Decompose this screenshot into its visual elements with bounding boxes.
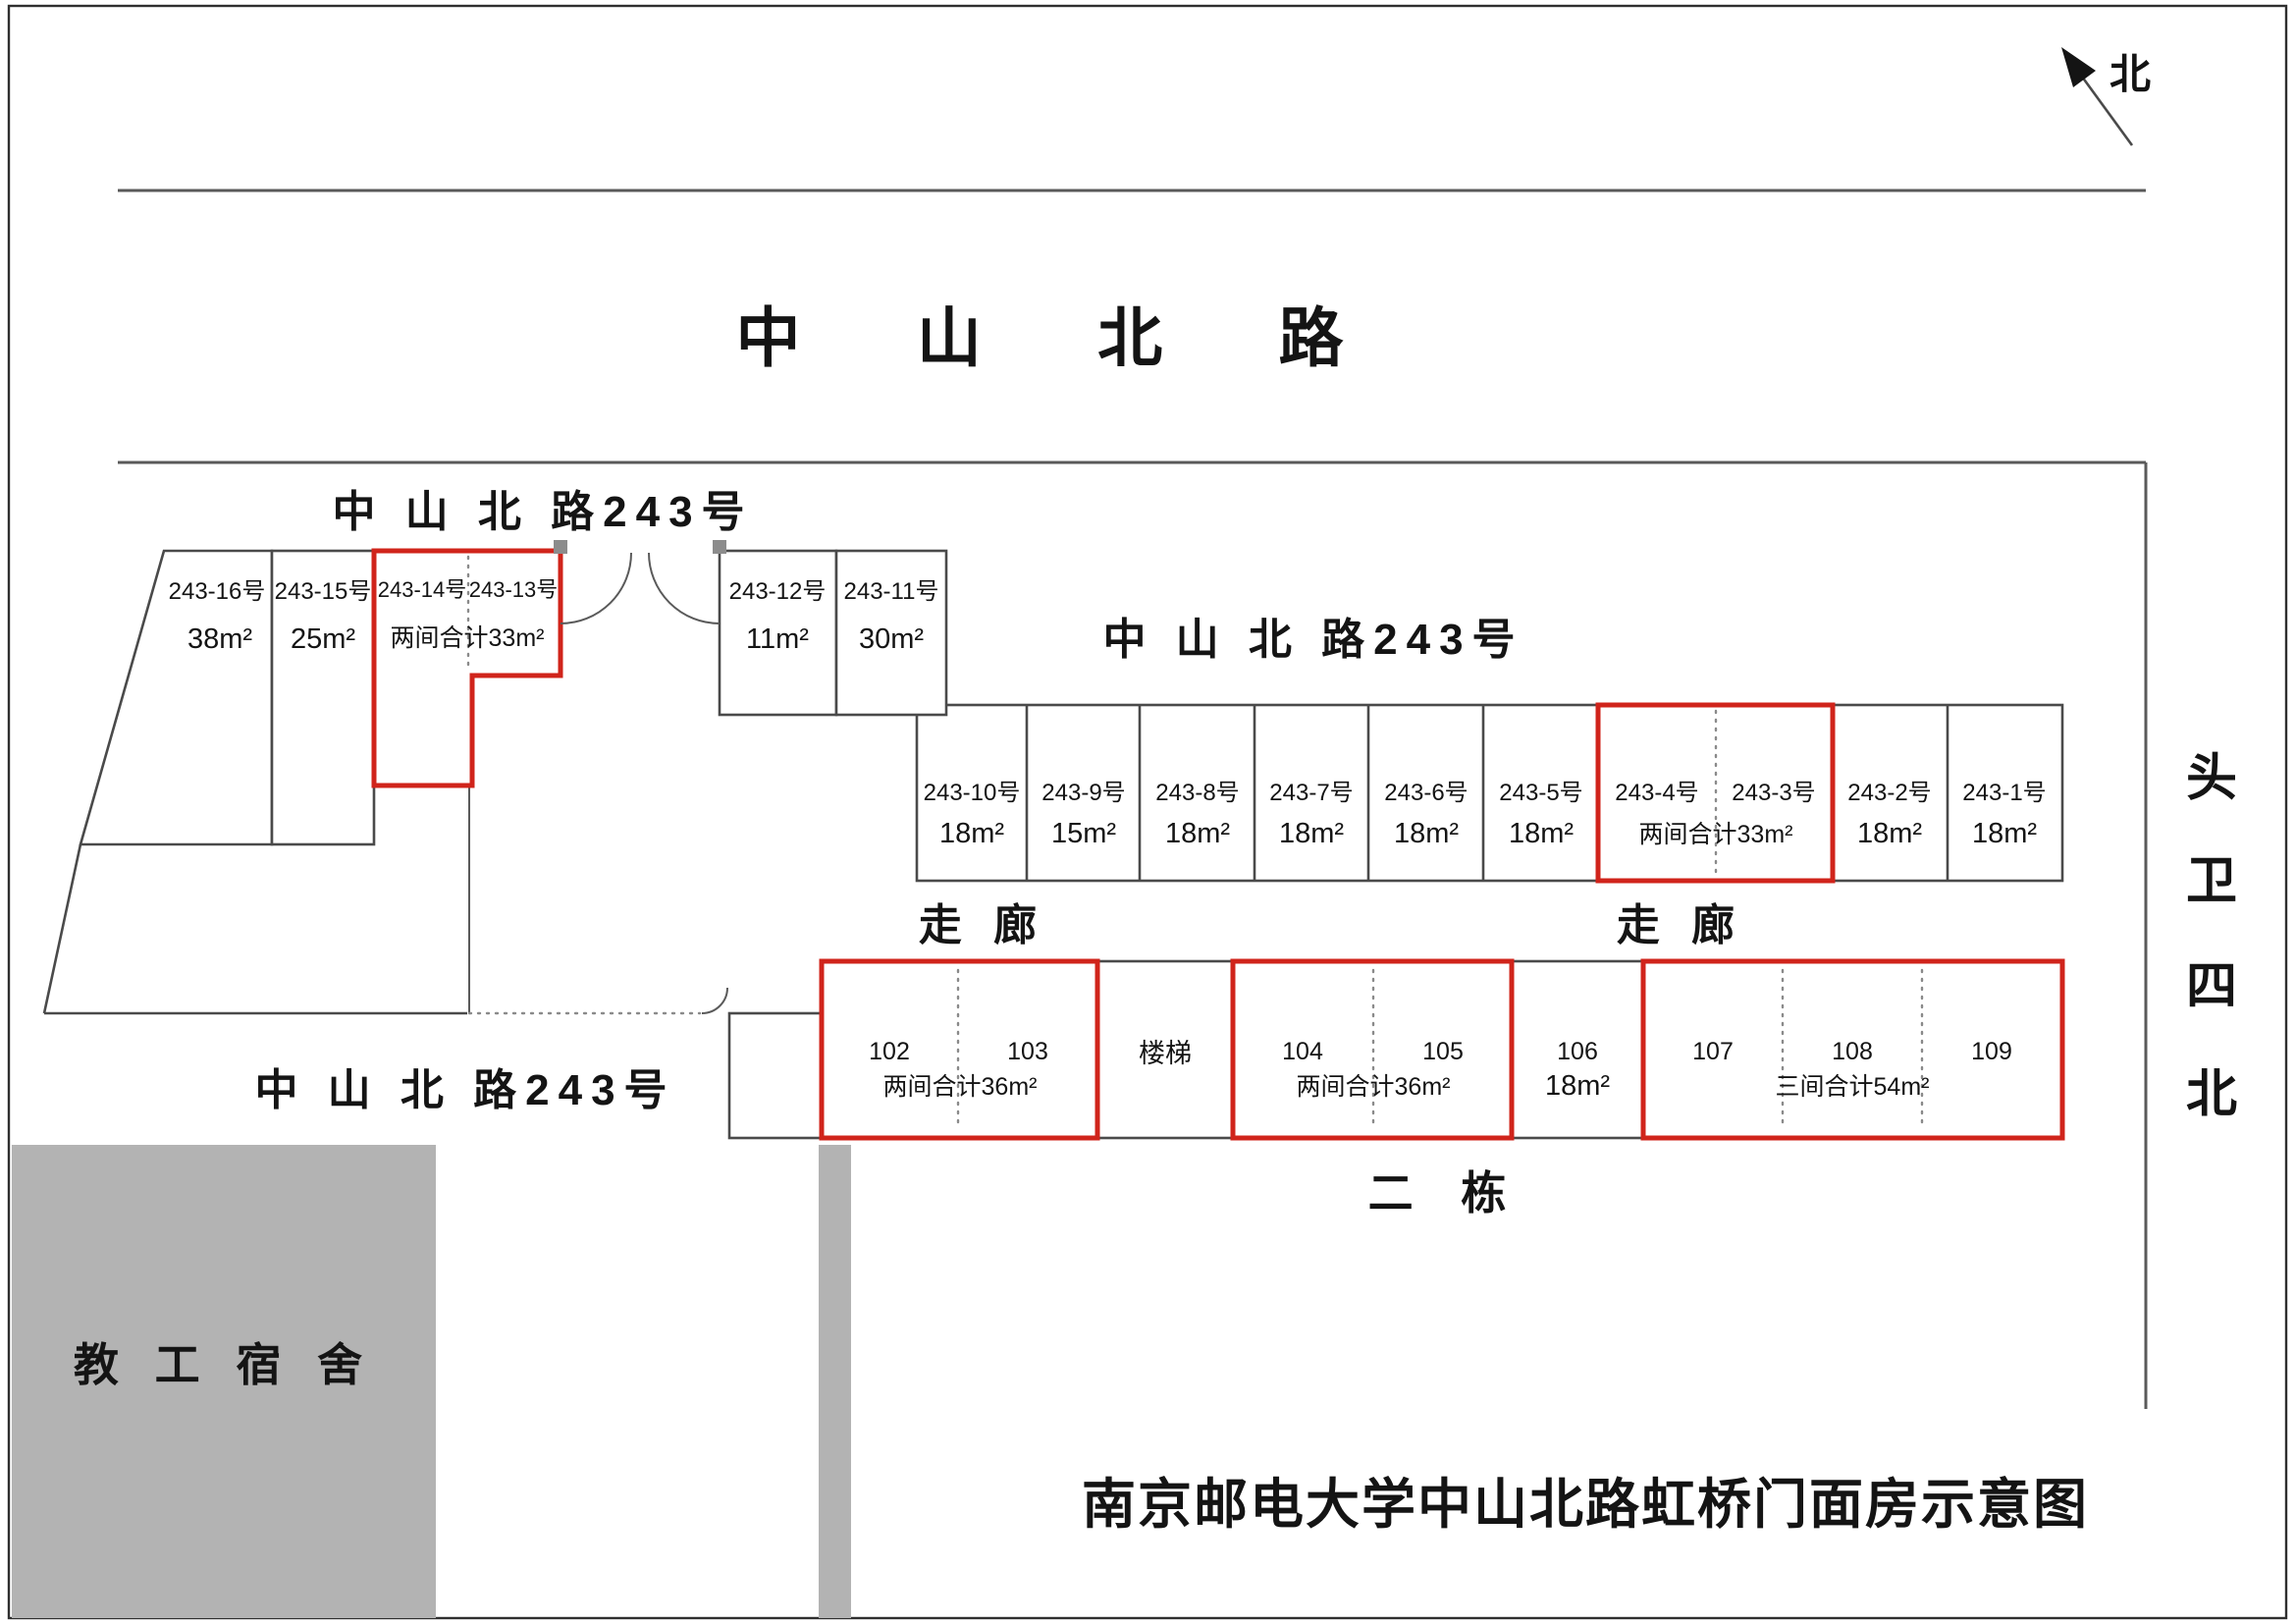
door-right-arc-icon [648,552,721,624]
north-label: 北 [2109,51,2151,97]
unit-243-6-area: 18m² [1394,818,1459,849]
courtyard-gate-arc [701,987,728,1014]
unit-243-9-area: 15m² [1051,818,1116,849]
building1-row2 [915,702,2064,884]
unit-243-14-number: 243-14号 [378,577,467,602]
room-105-number: 105 [1422,1038,1464,1065]
stairs-label: 楼梯 [1139,1039,1192,1068]
red-outline-107-108-109 [1640,958,2065,1141]
unit-243-8-number: 243-8号 [1155,780,1239,806]
unit-243-15-shape [270,549,376,846]
corridor-label-right: 走 廊 [1617,901,1744,949]
unit-243-7-area: 18m² [1279,818,1344,849]
room-102-number: 102 [869,1038,910,1065]
gray-wall-bar [819,1145,851,1618]
door-jamb-right [713,540,726,554]
unit-243-16-area: 38m² [187,623,252,655]
unit-243-5-number: 243-5号 [1499,780,1582,806]
unit-243-12-shape [718,549,838,717]
room-102-103-area: 两间合计36m² [883,1073,1038,1101]
road-name: 中 山 北 路 [735,301,1392,374]
unit-243-11-area: 30m² [859,623,924,655]
unit-243-6-number: 243-6号 [1384,780,1468,806]
side-street-char-3: 四 [2186,958,2237,1015]
unit-243-1-number: 243-1号 [1962,780,2046,806]
address-label-row1: 中 山 北 路243号 [332,488,753,536]
room-107-108-109-area: 三间合计54m² [1776,1073,1930,1101]
red-outline-102-103 [819,958,1100,1141]
unit-243-4-number: 243-4号 [1615,780,1698,806]
unit-243-15-area: 25m² [291,623,355,655]
room-108-number: 108 [1832,1038,1873,1065]
unit-243-7-number: 243-7号 [1269,780,1353,806]
building2-label: 二 栋 [1368,1167,1524,1218]
diagram-title: 南京邮电大学中山北路虹桥门面房示意图 [1082,1474,2089,1535]
red-outline-243-4-3 [1595,702,1836,884]
unit-243-2-area: 18m² [1857,818,1922,849]
unit-243-12-number: 243-12号 [729,578,827,605]
courtyard-slant-line [42,843,82,1014]
unit-243-13-number: 243-13号 [469,577,559,602]
building2-entry-box [727,1011,824,1140]
unit-243-1-area: 18m² [1972,818,2037,849]
room-107-number: 107 [1692,1038,1734,1065]
unit-243-12-area: 11m² [746,623,809,655]
door-left-arc-icon [560,552,632,624]
room-103-number: 103 [1007,1038,1048,1065]
dormitory-label: 教 工 宿 舍 [74,1339,374,1390]
room-104-105-area: 两间合计36m² [1297,1073,1451,1101]
unit-243-11-number: 243-11号 [844,578,939,605]
unit-243-14-13-area: 两间合计33m² [391,624,545,652]
building2-row [727,958,2065,1141]
unit-243-15-number: 243-15号 [275,578,372,605]
unit-243-2-number: 243-2号 [1847,780,1931,806]
page-border [7,4,2288,1620]
room-104-number: 104 [1282,1038,1323,1065]
dormitory-block [12,1145,436,1618]
building1-row1 [42,540,948,1015]
side-street-char-1: 头 [2186,750,2237,807]
north-arrow-line [2080,76,2134,146]
building2-outline [820,959,2064,1140]
unit-243-10-number: 243-10号 [924,780,1021,806]
room-106-area: 18m² [1545,1070,1610,1102]
building1-row2-outline [915,703,2064,883]
north-compass: 北 [2061,47,2151,146]
unit-243-16-number: 243-16号 [169,578,266,605]
address-label-row3: 中 山 北 路243号 [254,1066,675,1114]
unit-243-10-area: 18m² [939,818,1004,849]
room-106-number: 106 [1557,1038,1598,1065]
side-street-char-2: 卫 [2186,853,2237,910]
address-label-row2: 中 山 北 路243号 [1102,616,1523,664]
unit-243-8-area: 18m² [1165,818,1230,849]
unit-243-9-number: 243-9号 [1041,780,1125,806]
unit-243-3-number: 243-3号 [1732,780,1815,806]
corridor-label-left: 走 廊 [919,901,1046,949]
unit-243-11-shape [834,549,948,717]
door-jamb-left [554,540,567,554]
north-arrow-head-icon [2061,47,2096,87]
red-outline-104-105 [1230,958,1515,1141]
unit-243-4-3-area: 两间合计33m² [1639,821,1793,848]
side-street-char-4: 北 [2186,1066,2237,1123]
unit-243-5-area: 18m² [1509,818,1574,849]
room-109-number: 109 [1971,1038,2012,1065]
